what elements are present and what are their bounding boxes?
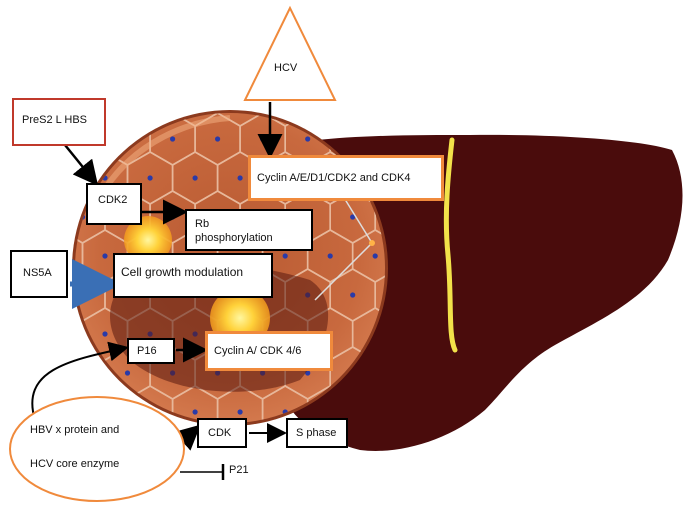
cell-nucleus (124, 136, 131, 142)
cell-nucleus (57, 331, 62, 336)
hcv-triangle (243, 5, 337, 101)
hexagon-cell (306, 385, 354, 423)
cell-nucleus (192, 175, 198, 181)
cell-growth-label: Cell growth modulation (121, 265, 244, 279)
cell-nucleus (124, 370, 131, 376)
s-phase-label: S phase (296, 427, 337, 439)
cell-nucleus (192, 409, 198, 415)
cyclin-aed-box: Cyclin A/E/D1/CDK2 and CDK4 (248, 155, 444, 201)
cdk-box: CDK (197, 418, 247, 448)
cell-nucleus (350, 292, 356, 298)
rb-label-line1: Rb (195, 218, 210, 230)
hexagon-cell (351, 113, 385, 127)
rb-box: Rb phosphorylation (185, 209, 313, 251)
cell-nucleus (260, 136, 266, 142)
liver-ligament (443, 137, 458, 353)
cdk2-box: CDK2 (86, 183, 142, 225)
p16-box: P16 (127, 338, 175, 364)
p21-label: P21 (229, 464, 249, 476)
cyclin-a-label: Cyclin A/ CDK 4/6 (214, 345, 302, 357)
rb-label-line2: phosphorylation (195, 232, 273, 244)
cell-nucleus (57, 175, 62, 180)
ns5a-box: NS5A (10, 250, 68, 298)
hexagon-cell (126, 113, 174, 127)
cell-nucleus (372, 253, 378, 259)
cell-nucleus (305, 136, 311, 142)
cell-nucleus (79, 370, 86, 376)
cell-growth-box: Cell growth modulation (113, 253, 273, 298)
glow-spot-upper (124, 216, 172, 264)
hexagon-cell (75, 307, 84, 361)
cell-nucleus (102, 253, 108, 259)
arrow-pres2-to-cdk2 (64, 144, 99, 186)
cell-nucleus (215, 136, 221, 142)
hexagon-cell (261, 385, 309, 423)
s-phase-box: S phase (286, 418, 348, 448)
cell-nucleus (148, 97, 153, 102)
hbv-label-line1: HBV x protein and (30, 424, 120, 436)
cell-nucleus (350, 214, 356, 220)
p16-label: P16 (137, 345, 157, 357)
cell-nucleus (102, 331, 108, 337)
pres2-label: PreS2 L HBS (22, 114, 88, 126)
cdk2-label: CDK2 (98, 194, 128, 206)
hbv-ellipse (9, 396, 185, 502)
cell-nucleus (237, 409, 243, 415)
hcv-label: HCV (274, 62, 298, 74)
arrow-hbv-to-p16 (31, 341, 129, 421)
cell-nucleus (170, 214, 176, 220)
hbv-label-line2: HCV core enzyme (30, 458, 120, 470)
pres2-box: PreS2 L HBS (12, 98, 106, 146)
cell-nucleus (238, 97, 243, 102)
cell-nucleus (147, 175, 153, 181)
cell-nucleus (282, 253, 288, 259)
cell-nucleus (237, 175, 243, 181)
cdk-label: CDK (208, 427, 232, 439)
ns5a-label: NS5A (23, 267, 52, 279)
cell-nucleus (327, 253, 333, 259)
cell-nucleus (79, 292, 86, 298)
cell-nucleus (170, 136, 176, 142)
hexagon-cell (126, 385, 174, 423)
cyclin-a-box: Cyclin A/ CDK 4/6 (205, 331, 333, 371)
cell-nucleus (193, 97, 198, 102)
cell-nucleus (373, 97, 378, 102)
cyclin-aed-label: Cyclin A/E/D1/CDK2 and CDK4 (257, 172, 411, 184)
